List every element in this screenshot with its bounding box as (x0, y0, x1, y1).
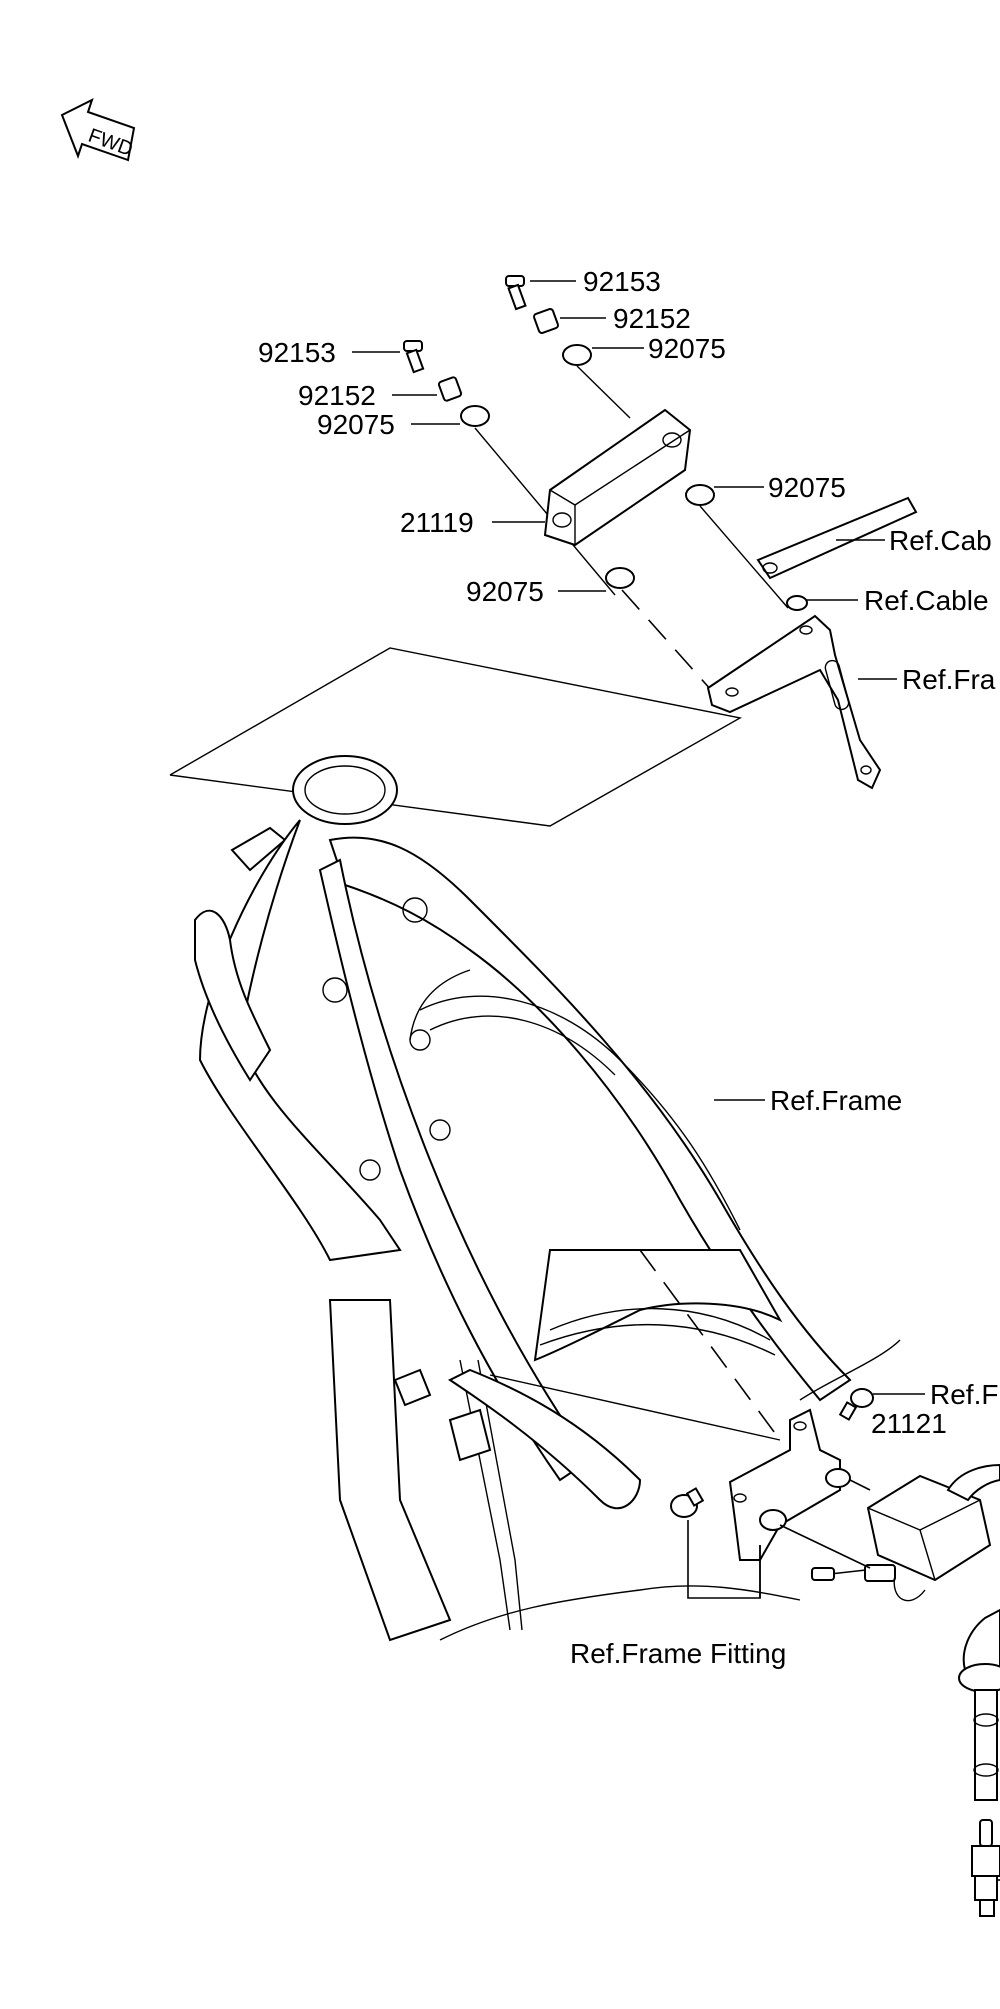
spark-plug-cap (958, 1608, 1000, 1801)
mount-screw-top (838, 1388, 874, 1421)
callout-92075-left: 92075 (317, 409, 395, 440)
callout-ref-cable: Ref.Cable (864, 585, 989, 616)
grommet-92075-left (460, 405, 490, 427)
mount-screw-left (670, 1487, 705, 1518)
bolt-92153-top (505, 275, 527, 311)
grommet-92075-right (685, 484, 715, 506)
collar-92152-left (437, 376, 463, 402)
callout-ref-cab: Ref.Cab (889, 525, 992, 556)
callout-ref-frame-fitting: Ref.Frame Fitting (570, 1638, 786, 1669)
callout-92075-top: 92075 (648, 333, 726, 364)
ignitor-unit-21119 (543, 408, 692, 547)
callout-92153-top: 92153 (583, 266, 661, 297)
fwd-arrow-icon: FWD (60, 98, 136, 162)
callout-21119: 21119 (400, 507, 474, 538)
grommet-92075-top (562, 344, 592, 366)
frame-bracket (706, 614, 882, 790)
grommet-92075-lower (605, 567, 635, 589)
callout-ref-fra: Ref.Fra (902, 664, 996, 695)
cable-clamp-strap (756, 496, 918, 580)
callout-92153-left: 92153 (258, 337, 336, 368)
callout-ref-f: Ref.F (930, 1379, 998, 1410)
callout-21121: 21121 (871, 1408, 947, 1439)
coil-mount-plate (728, 1408, 851, 1561)
ignition-coil-21121 (864, 1463, 1000, 1602)
cable-washer (786, 595, 808, 611)
callout-92075-right: 92075 (768, 472, 846, 503)
bolt-92153-left (403, 340, 425, 374)
spark-plug (971, 1819, 1000, 1917)
callout-92075-lower: 92075 (466, 576, 544, 607)
callout-ref-frame: Ref.Frame (770, 1085, 902, 1116)
callout-92152-left: 92152 (298, 380, 376, 411)
mount-leader-box (169, 647, 742, 827)
collar-92152-top (533, 308, 559, 334)
motorcycle-frame (194, 755, 901, 1642)
coil-bolt (811, 1567, 835, 1581)
callout-92152-top: 92152 (613, 303, 691, 334)
